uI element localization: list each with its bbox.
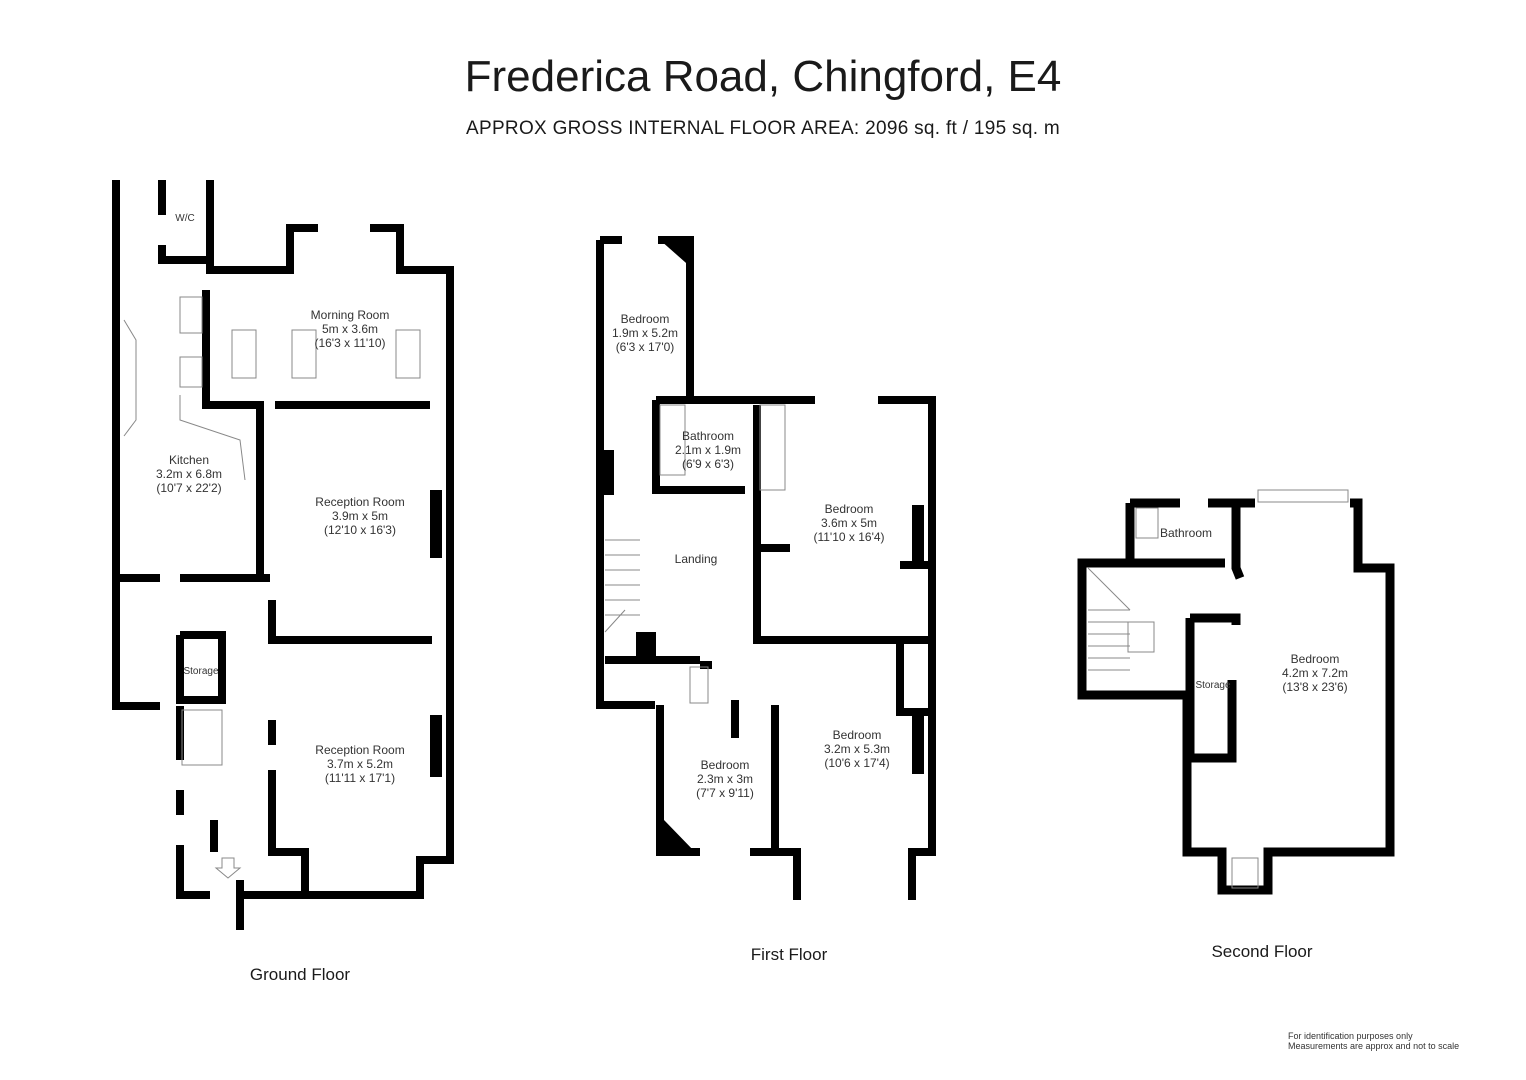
room-label-bedroom-small: Bedroom 1.9m x 5.2m (6'3 x 17'0): [611, 312, 679, 354]
floor-label-second: Second Floor: [1211, 942, 1313, 961]
ground-floor-walls: [112, 180, 454, 930]
floor-label-ground: Ground Floor: [249, 965, 351, 984]
floor-area-subtitle: APPROX GROSS INTERNAL FLOOR AREA: 2096 s…: [466, 118, 1060, 139]
room-label-bedroom-front: Bedroom 3.2m x 5.3m (10'6 x 17'4): [823, 728, 891, 770]
floor-label-first: First Floor: [750, 945, 828, 964]
room-label-morning-room: Morning Room 5m x 3.6m (16'3 x 11'10): [310, 308, 390, 350]
room-label-kitchen: Kitchen 3.2m x 6.8m (10'7 x 22'2): [155, 453, 223, 495]
room-label-bathroom-second: Bathroom: [1159, 526, 1213, 540]
room-label-landing: Landing: [674, 552, 718, 566]
disclaimer: For identification purposes only Measure…: [1288, 1031, 1460, 1051]
second-floor-walls: [1077, 498, 1395, 895]
plan-title: Frederica Road, Chingford, E4: [464, 52, 1062, 101]
room-label-bedroom-loft: Bedroom 4.2m x 7.2m (13'8 x 23'6): [1281, 652, 1349, 694]
room-label-bedroom-box: Bedroom 2.3m x 3m (7'7 x 9'11): [696, 758, 754, 800]
room-label-bedroom-rear: Bedroom 3.6m x 5m (11'10 x 16'4): [813, 502, 885, 544]
room-label-storage-ground: Storage: [183, 666, 219, 677]
room-label-reception-room-rear: Reception Room 3.9m x 5m (12'10 x 16'3): [315, 495, 405, 537]
room-label-storage-second: Storage: [1195, 680, 1231, 691]
room-label-wc: W/C: [175, 213, 195, 224]
room-label-reception-room-front: Reception Room 3.7m x 5.2m (11'11 x 17'1…: [315, 743, 405, 785]
room-label-bathroom-first: Bathroom 2.1m x 1.9m (6'9 x 6'3): [674, 429, 742, 471]
